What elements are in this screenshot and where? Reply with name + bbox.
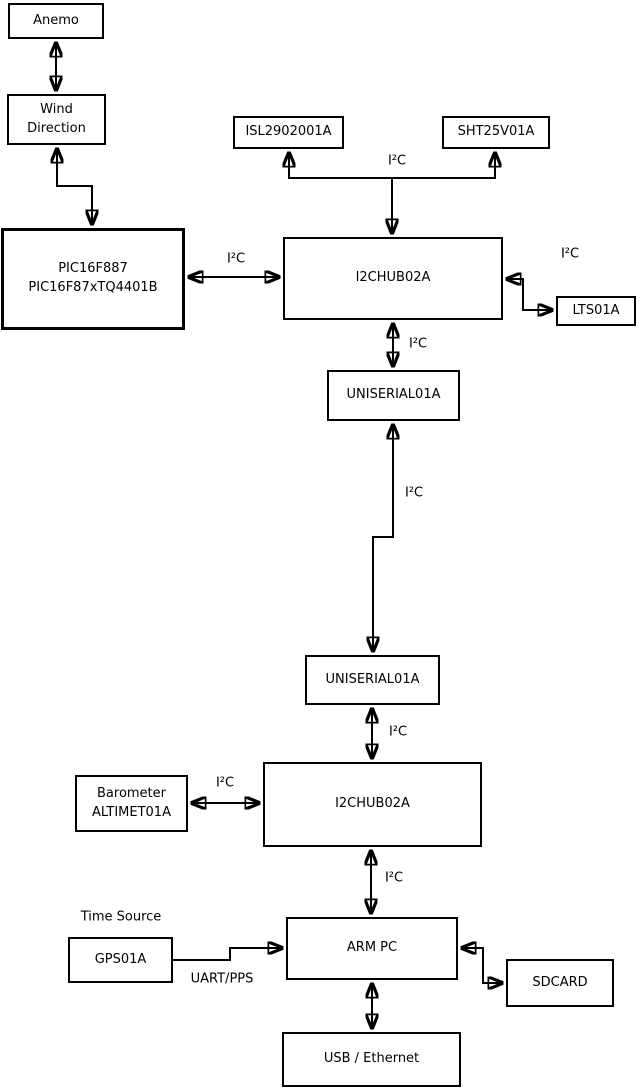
node-sdcard: SDCARD [506, 959, 614, 1007]
node-i2chub02a-lower: I2CHUB02A [263, 762, 482, 847]
node-usb-ethernet: USB / Ethernet [282, 1032, 461, 1087]
wire-gps-armpc [173, 948, 282, 961]
node-uniserial01a-upper: UNISERIAL01A [327, 370, 460, 421]
label-i2c-hub-lts: I²C [560, 246, 580, 262]
label-i2c-pic-hub: I²C [226, 251, 246, 267]
node-lts01a: LTS01A [556, 296, 636, 326]
label-time-source: Time Source [80, 909, 162, 925]
node-barometer-altimet01a: Barometer ALTIMET01A [75, 775, 188, 832]
label-i2c-hub-armpc: I²C [384, 870, 404, 886]
label-uart-pps: UART/PPS [190, 971, 254, 987]
wire-wind-pic [57, 149, 92, 224]
wire-armpc-sdcard [462, 948, 502, 983]
node-anemo: Anemo [8, 3, 104, 39]
node-wind-direction: Wind Direction [7, 94, 106, 145]
node-pic16f887: PIC16F887 PIC16F87xTQ4401B [1, 228, 185, 330]
node-uniserial01a-lower: UNISERIAL01A [305, 655, 440, 705]
label-i2c-baro-hub: I²C [215, 775, 235, 791]
label-i2c-uniserial-hub: I²C [388, 724, 408, 740]
node-isl2902001a: ISL2902001A [233, 116, 344, 149]
label-i2c-long-run: I²C [404, 485, 424, 501]
label-i2c-hub-uniserial: I²C [408, 336, 428, 352]
node-gps01a: GPS01A [68, 937, 173, 983]
wire-hub1-lts [507, 279, 552, 310]
label-i2c-sensor-bus: I²C [387, 153, 407, 169]
node-i2chub02a-upper: I2CHUB02A [283, 237, 503, 320]
wire-uni1-uni2 [373, 425, 393, 651]
node-arm-pc: ARM PC [286, 917, 458, 980]
node-sht25v01a: SHT25V01A [442, 116, 550, 149]
